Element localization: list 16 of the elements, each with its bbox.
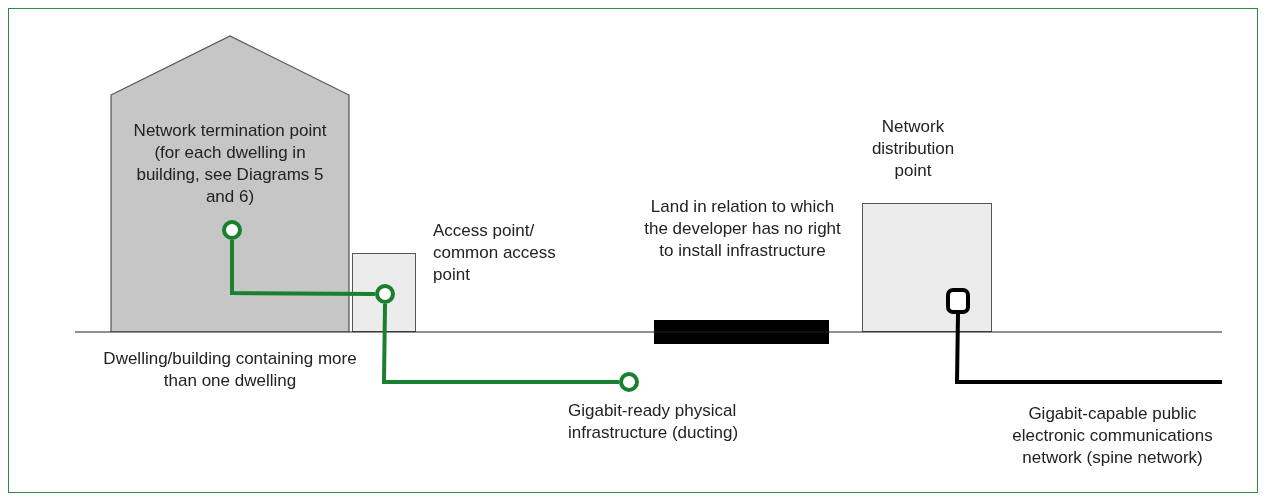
node-label: Network termination point (for each dwelling in building, see Diagrams 5 and 6) bbox=[132, 120, 328, 208]
node-label: Access point/ common access point bbox=[433, 220, 557, 286]
building-outline bbox=[110, 35, 350, 332]
caption-text: Dwelling/building containing more than one dwelling bbox=[102, 348, 358, 392]
cable-line bbox=[230, 240, 375, 296]
cable-line bbox=[954, 313, 1222, 384]
distribution-point-icon bbox=[946, 288, 970, 314]
termination-point-icon bbox=[222, 220, 242, 240]
node-label: Network distribution point bbox=[870, 116, 956, 182]
land-strip bbox=[654, 320, 829, 344]
caption-text: Gigabit-capable public electronic communications network (spine network) bbox=[1011, 403, 1214, 469]
cable-line bbox=[381, 303, 619, 384]
caption-text: Land in relation to which the developer has no right to install infrastructure bbox=[643, 196, 842, 262]
caption-text: Gigabit-ready physical infrastructure (ducting) bbox=[568, 400, 740, 444]
duct-end-icon bbox=[619, 372, 639, 392]
access-point-icon bbox=[375, 284, 395, 304]
